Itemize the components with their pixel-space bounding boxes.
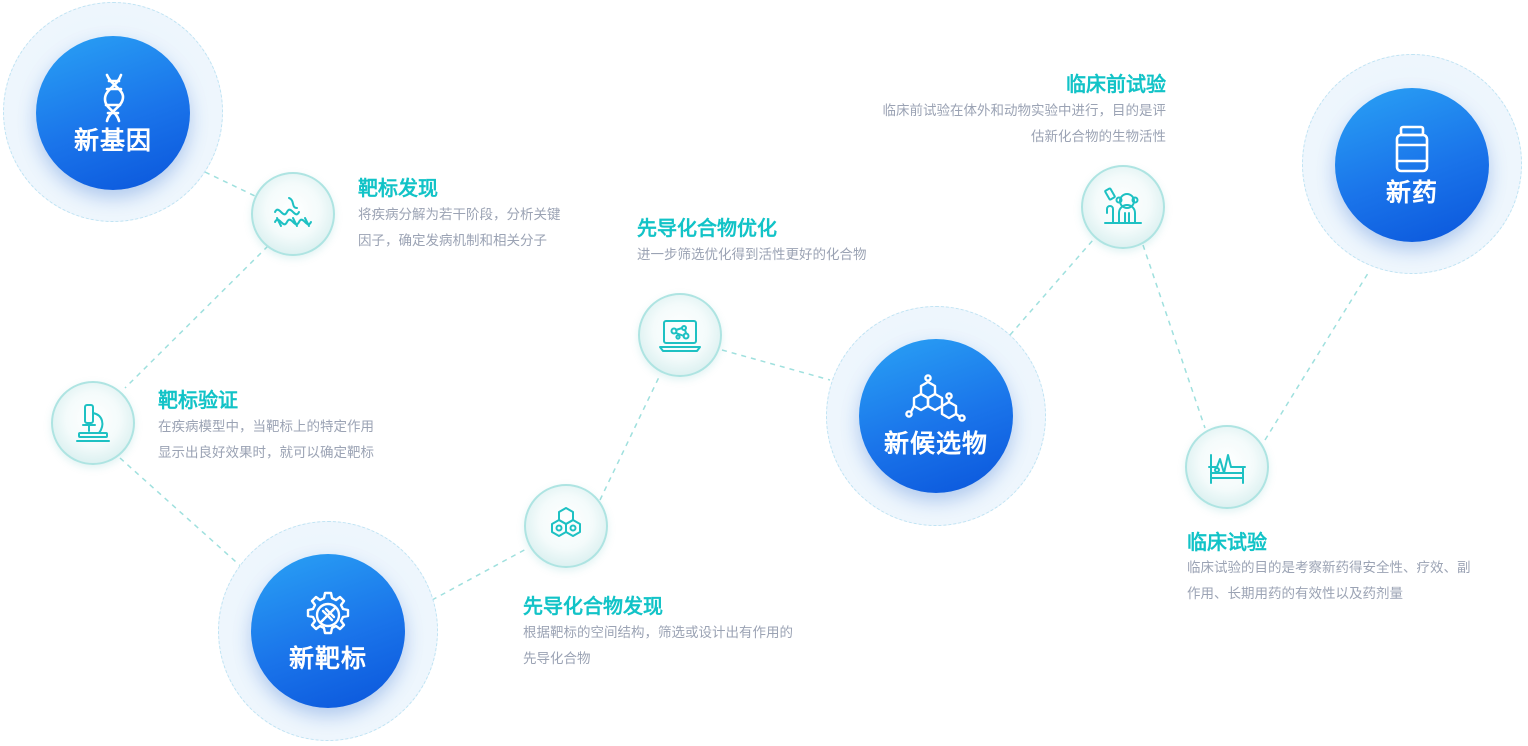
- new-gene-label: 新基因: [73, 126, 152, 156]
- target-discovery-desc: 将疾病分解为若干阶段，分析关键 因子，确定发病机制和相关分子: [358, 202, 561, 254]
- connector-validation-to-new-target: [119, 457, 246, 571]
- new-candidate-label: 新候选物: [883, 429, 988, 459]
- target-discovery-title: 靶标发现: [358, 176, 438, 200]
- molecule-structure-icon: [905, 374, 966, 423]
- desc-line: 将疾病分解为若干阶段，分析关键: [358, 207, 561, 223]
- dna-icon: [103, 73, 125, 123]
- new-drug-node[interactable]: 新药: [1335, 88, 1489, 242]
- gear-dna-icon: [306, 592, 350, 635]
- clinical-node[interactable]: [1185, 425, 1269, 509]
- target-validation-node[interactable]: [51, 381, 135, 465]
- microscope-icon: [76, 404, 110, 442]
- medicine-bottle-icon: [1395, 125, 1429, 173]
- desc-line: 进一步筛选优化得到活性更好的化合物: [637, 247, 867, 263]
- new-target-label: 新靶标: [288, 644, 367, 674]
- lead-discovery-title: 先导化合物发现: [523, 594, 663, 618]
- hospital-bed-monitor-icon: [1208, 454, 1246, 484]
- laptop-molecule-icon: [659, 320, 701, 352]
- desc-line: 显示出良好效果时，就可以确定靶标: [158, 445, 374, 461]
- connector-lead-discovery-to-optimization: [599, 374, 661, 501]
- connector-candidate-to-preclinical: [1009, 239, 1094, 336]
- connector-target-discovery-to-validation: [124, 245, 269, 389]
- lead-discovery-desc: 根据靶标的空间结构，筛选或设计出有作用的 先导化合物: [523, 620, 793, 672]
- desc-line: 临床试验的目的是考察新药得安全性、疗效、副: [1187, 560, 1471, 576]
- hexagon-rings-icon: [551, 507, 581, 537]
- connector-optimization-to-candidate: [721, 349, 831, 381]
- desc-line: 在疾病模型中，当靶标上的特定作用: [158, 419, 374, 435]
- new-target-node[interactable]: 新靶标: [251, 554, 405, 708]
- target-validation-desc: 在疾病模型中，当靶标上的特定作用 显示出良好效果时，就可以确定靶标: [158, 414, 374, 466]
- lead-optimization-node[interactable]: [638, 293, 722, 377]
- clinical-desc: 临床试验的目的是考察新药得安全性、疗效、副 作用、长期用药的有效性以及药剂量: [1187, 555, 1471, 607]
- preclinical-desc: 临床前试验在体外和动物实验中进行，目的是评 估新化合物的生物活性: [883, 98, 1167, 150]
- desc-line: 临床前试验在体外和动物实验中进行，目的是评: [882, 103, 1167, 119]
- connector-preclinical-to-clinical: [1142, 244, 1206, 429]
- desc-line: 作用、长期用药的有效性以及药剂量: [1187, 586, 1403, 602]
- desc-line: 因子，确定发病机制和相关分子: [358, 233, 547, 249]
- connector-gene-to-target-discovery: [204, 171, 256, 197]
- preclinical-title: 临床前试验: [1066, 72, 1166, 96]
- connector-new-target-to-lead-discovery: [431, 547, 529, 601]
- new-candidate-node[interactable]: 新候选物: [859, 339, 1013, 493]
- desc-line: 估新化合物的生物活性: [1031, 129, 1166, 145]
- lead-optimization-title: 先导化合物优化: [637, 216, 777, 240]
- target-discovery-node[interactable]: [251, 172, 335, 256]
- target-validation-title: 靶标验证: [158, 388, 238, 412]
- connector-clinical-to-new-drug: [1264, 269, 1371, 441]
- protein-helix-icon: [274, 197, 312, 227]
- desc-line: 根据靶标的空间结构，筛选或设计出有作用的: [523, 625, 793, 641]
- lead-discovery-node[interactable]: [524, 484, 608, 568]
- desc-line: 先导化合物: [523, 651, 591, 667]
- clinical-title: 临床试验: [1187, 530, 1267, 554]
- new-gene-node[interactable]: 新基因: [36, 36, 190, 190]
- lead-optimization-desc: 进一步筛选优化得到活性更好的化合物: [637, 242, 867, 268]
- new-drug-label: 新药: [1385, 178, 1438, 208]
- preclinical-node[interactable]: [1081, 165, 1165, 249]
- lab-monkey-icon: [1104, 187, 1142, 224]
